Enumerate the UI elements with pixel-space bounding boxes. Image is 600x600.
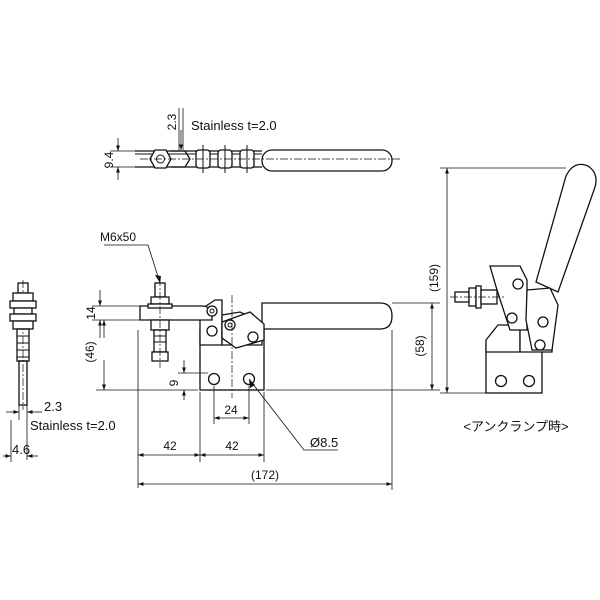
dim-46: (46)	[83, 341, 97, 362]
front-view: M6x50 14 (46) (58) 9 24 Ø8.5	[83, 230, 440, 490]
top-dim-thickness: 2.3	[165, 113, 179, 130]
mount-hole-icon	[207, 372, 221, 386]
dim-42-left: 42	[163, 439, 177, 453]
top-view: 9.4 2.3 Stainless t=2.0	[102, 108, 400, 180]
dim-24: 24	[224, 403, 238, 417]
dim-unclamp-height: (159)	[427, 264, 441, 292]
dim-total-length: (172)	[251, 468, 279, 482]
dim-42-right: 42	[225, 439, 239, 453]
front-view-handle	[261, 302, 393, 330]
dim-9: 9	[167, 379, 181, 386]
dim-hole-diameter: Ø8.5	[310, 435, 338, 450]
unclamp-view: (159) <アンクランプ時>	[427, 163, 597, 434]
side-view: 2.3 Stainless t=2.0 4.6	[3, 280, 116, 462]
unclamp-caption: <アンクランプ時>	[463, 419, 568, 434]
dim-58: (58)	[413, 335, 427, 356]
top-view-handle	[261, 149, 393, 172]
side-dim-width: 4.6	[12, 442, 30, 457]
top-material-label: Stainless t=2.0	[191, 118, 277, 133]
dim-14: 14	[84, 306, 98, 320]
bolt-size-label: M6x50	[100, 230, 136, 244]
top-dim-width: 9.4	[102, 151, 116, 168]
side-material-label: Stainless t=2.0	[30, 418, 116, 433]
side-dim-thickness: 2.3	[44, 399, 62, 414]
unclamp-handle	[535, 163, 597, 293]
